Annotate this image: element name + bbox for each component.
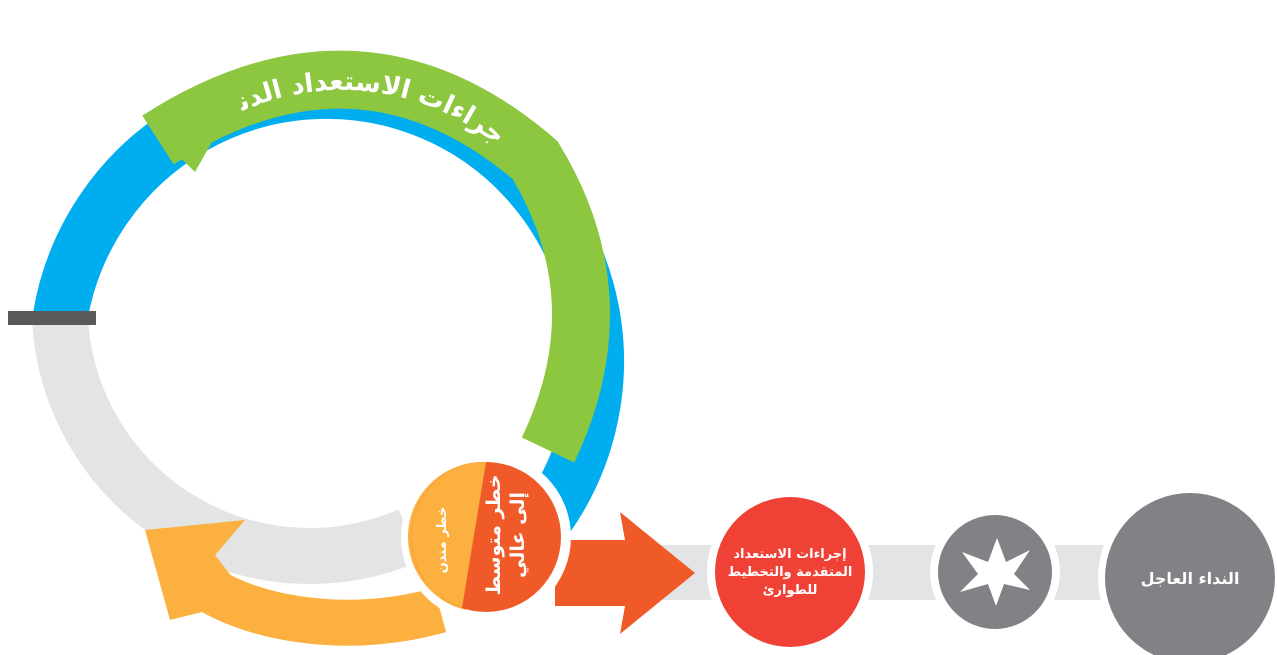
low-risk-label: خطر متدن (435, 507, 450, 574)
advanced-preparedness-line2: المتقدمة والتخطيط (728, 565, 853, 580)
low-risk-segment (411, 462, 486, 608)
medium-high-risk-label-line1: خطر متوسط (483, 474, 505, 595)
advanced-preparedness-line1: إجراءات الاستعداد (733, 547, 846, 562)
urgent-appeal-circle (1105, 493, 1275, 655)
minimum-preparedness-ring (142, 50, 610, 463)
advanced-preparedness-circle (715, 497, 865, 647)
cycle-marker (8, 311, 96, 325)
medium-high-risk-label-line2: إلى عالي (507, 492, 529, 578)
escalation-arrow (555, 512, 695, 634)
lower-gray-ring (32, 316, 422, 584)
return-arrowhead (145, 520, 250, 620)
urgent-appeal-label: النداء العاجل (1141, 569, 1240, 588)
minimum-preparedness-ring-start (162, 90, 230, 172)
advanced-preparedness-line3: للطوارئ (763, 583, 818, 598)
starburst-icon (960, 538, 1030, 606)
